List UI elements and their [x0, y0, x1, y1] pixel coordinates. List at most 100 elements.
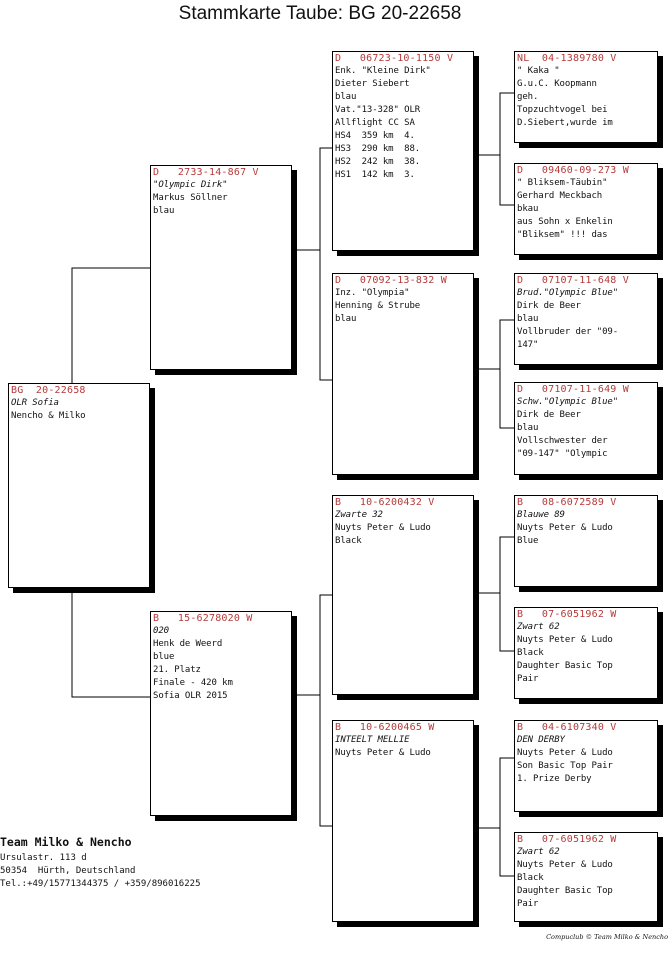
- ring-number: D 07092-13-832 W: [335, 275, 447, 286]
- pigeon-detail-line: Black: [517, 873, 544, 883]
- pigeon-detail-line: Sofia OLR 2015: [153, 691, 228, 701]
- pigeon-detail-line: blau: [517, 423, 539, 433]
- ring-number: BG 20-22658: [11, 385, 86, 396]
- connector-p0-p1: [71, 267, 152, 383]
- pigeon-detail-line: "09-147" "Olympic: [517, 449, 608, 459]
- pigeon-detail-line: "Olympic Dirk": [153, 180, 228, 190]
- pigeon-detail-line: Black: [335, 536, 362, 546]
- ring-number: D 07107-11-649 W: [517, 384, 629, 395]
- pigeon-detail-line: Vollbruder der "09-: [517, 327, 619, 337]
- pigeon-card-ggf-2: D 07107-11-648 V Brud."Olympic Blue" Dirk…: [514, 273, 658, 365]
- pigeon-detail-line: 1. Prize Derby: [517, 774, 592, 784]
- connector-p6-p13: [474, 757, 516, 829]
- ring-number: B 08-6072589 V: [517, 497, 617, 508]
- footer-credit: Compuclub © Team Milko & Nencho: [546, 933, 668, 941]
- pigeon-detail-line: Enk. "Kleine Dirk": [335, 66, 431, 76]
- ring-number: B 04-6107340 V: [517, 722, 617, 733]
- pigeon-detail-line: Nuyts Peter & Ludo: [335, 523, 431, 533]
- pigeon-detail-line: Gerhard Meckbach: [517, 191, 603, 201]
- pigeon-detail-line: geh.: [517, 92, 539, 102]
- pigeon-detail-line: Zwart 62: [517, 847, 560, 857]
- pigeon-detail-line: Pair: [517, 674, 539, 684]
- pigeon-card-paternal-grandfather: D 06723-10-1150 V Enk. "Kleine Dirk"Diet…: [332, 51, 474, 251]
- pigeon-detail-line: 21. Platz: [153, 665, 201, 675]
- pigeon-detail-line: Schw."Olympic Blue": [517, 397, 619, 407]
- pigeon-detail-line: Henk de Weerd: [153, 639, 223, 649]
- pigeon-detail-line: blau: [335, 314, 357, 324]
- pigeon-detail-line: " Kaka ": [517, 66, 560, 76]
- pigeon-card-ggm-1: D 09460-09-273 W " Bliksem-Täubin" Gerhar…: [514, 163, 658, 255]
- pigeon-detail-line: D.Siebert,wurde im: [517, 118, 613, 128]
- connector-p5-p11: [474, 536, 516, 594]
- pigeon-detail-line: Blue: [517, 536, 539, 546]
- ring-number: B 10-6200432 V: [335, 497, 435, 508]
- pigeon-detail-line: Markus Söllner: [153, 193, 228, 203]
- pigeon-card-maternal-grandfather: B 10-6200432 V Zwarte 32 Nuyts Peter & Lu…: [332, 495, 474, 695]
- pigeon-detail-line: Finale - 420 km: [153, 678, 233, 688]
- pigeon-card-ggm-2: D 07107-11-649 W Schw."Olympic Blue"Dirk…: [514, 382, 658, 475]
- pigeon-card-maternal-grandmother: B 10-6200465 W INTEELT MELLIE Nuyts Peter…: [332, 720, 474, 922]
- owner-block: Team Milko & Nencho Ursulastr. 113 d 503…: [0, 835, 200, 891]
- connector-p0-p2: [71, 588, 152, 698]
- pigeon-detail-line: Zwart 62: [517, 622, 560, 632]
- pigeon-detail-line: " Bliksem-Täubin": [517, 178, 608, 188]
- ring-number: B 07-6051962 W: [517, 609, 617, 620]
- pigeon-details: INTEELT MELLIE Nuyts Peter & Ludo: [335, 734, 473, 760]
- pigeon-detail-line: 147": [517, 340, 539, 350]
- pigeon-detail-line: 020: [153, 626, 169, 636]
- pigeon-detail-line: Nuyts Peter & Ludo: [335, 748, 431, 758]
- pigeon-detail-line: DEN DERBY: [517, 735, 565, 745]
- pigeon-detail-line: HS4 359 km 4.: [335, 131, 415, 141]
- pigeon-detail-line: Vat."13-328" OLR: [335, 105, 421, 115]
- ring-number: NL 04-1389780 V: [517, 53, 617, 64]
- ring-number: B 10-6200465 W: [335, 722, 435, 733]
- pigeon-detail-line: blau: [335, 92, 357, 102]
- connector-p3-p7: [474, 92, 516, 156]
- pigeon-detail-line: aus Sohn x Enkelin: [517, 217, 613, 227]
- ring-number: D 2733-14-867 V: [153, 167, 259, 178]
- pigeon-detail-line: blau: [517, 314, 539, 324]
- pigeon-detail-line: Brud."Olympic Blue": [517, 288, 619, 298]
- pigeon-detail-line: HS3 290 km 88.: [335, 144, 421, 154]
- pigeon-detail-line: Dirk de Beer: [517, 301, 581, 311]
- pigeon-card-ggf-1: NL 04-1389780 V " Kaka " G.u.C. Koopmann g…: [514, 51, 658, 143]
- pigeon-detail-line: G.u.C. Koopmann: [517, 79, 597, 89]
- owner-street: Ursulastr. 113 d: [0, 853, 87, 863]
- connector-p1-p3: [292, 147, 334, 251]
- pigeon-detail-line: Nuyts Peter & Ludo: [517, 523, 613, 533]
- pigeon-detail-line: Inz. "Olympia": [335, 288, 410, 298]
- connector-p4-p9: [474, 319, 516, 370]
- ring-number: D 09460-09-273 W: [517, 165, 629, 176]
- pigeon-detail-line: Daughter Basic Top: [517, 661, 613, 671]
- ring-number: B 15-6278020 W: [153, 613, 253, 624]
- pigeon-detail-line: Black: [517, 648, 544, 658]
- pigeon-detail-line: Allflight CC SA: [335, 118, 415, 128]
- pigeon-detail-line: bkau: [517, 204, 539, 214]
- pigeon-detail-line: Zwarte 32: [335, 510, 383, 520]
- ring-number: D 07107-11-648 V: [517, 275, 629, 286]
- pigeon-card-father: D 2733-14-867 V "Olympic Dirk" Markus Söl…: [150, 165, 292, 370]
- pigeon-detail-line: INTEELT MELLIE: [335, 735, 410, 745]
- owner-name: Team Milko & Nencho: [0, 835, 132, 849]
- pigeon-detail-line: Daughter Basic Top: [517, 886, 613, 896]
- pigeon-detail-line: OLR Sofia: [11, 398, 59, 408]
- pigeon-card-paternal-grandmother: D 07092-13-832 W Inz. "Olympia"Henning &…: [332, 273, 474, 475]
- pigeon-details: " Bliksem-Täubin" Gerhard Meckbach bkau aus…: [517, 177, 657, 242]
- owner-phone: Tel.:+49/15771344375 / +359/896016225: [0, 879, 201, 889]
- pigeon-detail-line: Pair: [517, 899, 539, 909]
- page-title: Stammkarte Taube: BG 20-22658: [178, 3, 462, 24]
- pigeon-detail-line: blue: [153, 652, 175, 662]
